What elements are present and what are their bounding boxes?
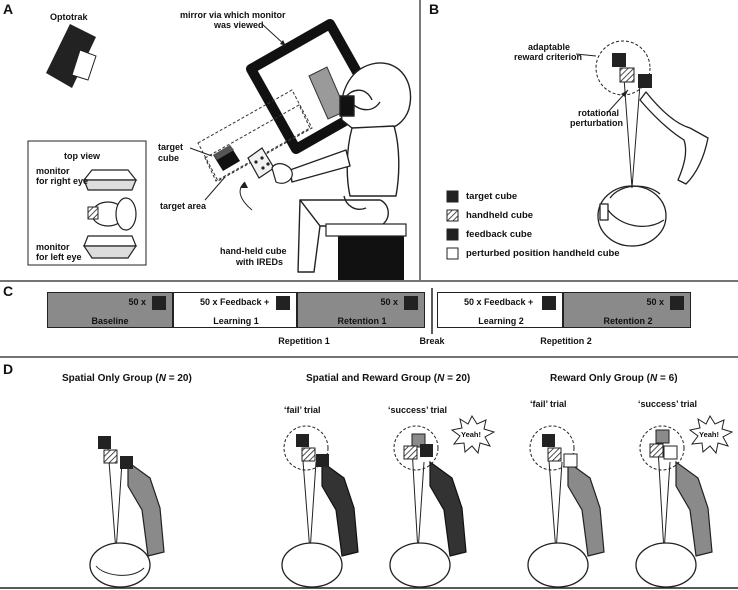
handheld-label-2: with IREDs <box>236 257 284 267</box>
yeah-label-1: Yeah! <box>461 430 482 439</box>
fail-trial-label-1: ‘fail’ trial <box>284 405 321 415</box>
person-seated <box>289 62 412 273</box>
target-cube-label-1: target <box>158 142 184 152</box>
block-baseline-top: 50 x <box>128 297 146 307</box>
rotational-label-1: rotational <box>578 108 620 118</box>
stool <box>325 223 407 280</box>
block-learning-2-cube <box>542 296 556 310</box>
yeah-label-2: Yeah! <box>699 430 720 439</box>
target-area <box>197 89 313 182</box>
adaptable-label-2: reward criterion <box>514 52 583 62</box>
monitor-left-label-1: monitor <box>36 242 70 252</box>
monitor-left-label-2: for left eye <box>36 252 82 262</box>
target-cube-b <box>612 53 626 67</box>
success-trial-label-2: ‘success’ trial <box>638 399 698 409</box>
block-learning-2-top: 50 x Feedback + <box>464 297 534 307</box>
subject-2 <box>281 425 359 588</box>
block-retention-2: 50 x Retention 2 <box>563 292 691 328</box>
subject-5 <box>635 414 734 588</box>
block-retention-2-top: 50 x <box>646 297 664 307</box>
legend-target-cube: target cube <box>466 191 518 202</box>
block-retention-2-cube <box>670 296 684 310</box>
monitor-right-label-2: for right eye <box>36 176 89 186</box>
feedback-cube-b <box>638 74 652 88</box>
top-view-label: top view <box>64 151 101 161</box>
block-retention-1-bottom: Retention 1 <box>337 316 387 326</box>
mirror-label-1: mirror via which monitor <box>180 10 286 20</box>
subject-1 <box>89 436 165 588</box>
fail-trial-label-2: ‘fail’ trial <box>530 399 567 409</box>
optotrak-label: Optotrak <box>50 12 88 22</box>
target-cube-a <box>213 145 240 171</box>
block-retention-2-bottom: Retention 2 <box>603 316 653 326</box>
rotational-label-2: perturbation <box>570 118 623 128</box>
handheld-label-1: hand-held cube <box>220 246 287 256</box>
subject-3 <box>389 414 496 588</box>
block-learning-1-top: 50 x Feedback + <box>200 297 270 307</box>
panel-a-label: A <box>3 1 14 17</box>
block-retention-1-cube <box>404 296 418 310</box>
legend-handheld-cube: handheld cube <box>466 210 534 221</box>
mirror-label-2: was viewed <box>214 20 264 30</box>
target-cube-label-2: cube <box>158 153 180 163</box>
block-learning-1: 50 x Feedback + Learning 1 <box>173 292 297 328</box>
repetition-1-label: Repetition 1 <box>278 336 330 346</box>
repetition-2-label: Repetition 2 <box>540 336 592 346</box>
success-trial-label-1: ‘success’ trial <box>388 405 448 415</box>
group-spatial-reward: Spatial and Reward Group (N = 20) <box>306 373 471 384</box>
panel-b-label: B <box>429 1 440 17</box>
subject-4 <box>527 425 605 588</box>
group-reward-only: Reward Only Group (N = 6) <box>550 373 678 384</box>
break-label: Break <box>419 336 445 346</box>
top-view-box <box>27 140 147 266</box>
block-baseline-cube <box>152 296 166 310</box>
target-area-label: target area <box>160 201 207 211</box>
block-baseline: 50 x Baseline <box>47 292 173 328</box>
hand-a <box>271 163 293 184</box>
monitor-right-label-1: monitor <box>36 166 70 176</box>
group-spatial-only: Spatial Only Group (N = 20) <box>62 373 192 384</box>
optotrak-device <box>46 24 97 88</box>
handheld-cube-b <box>619 67 635 83</box>
block-baseline-bottom: Baseline <box>91 316 129 326</box>
block-learning-1-bottom: Learning 1 <box>213 316 259 326</box>
block-learning-2-bottom: Learning 2 <box>478 316 524 326</box>
panel-c-label: C <box>3 283 14 299</box>
block-retention-1: 50 x Retention 1 <box>297 292 425 328</box>
adaptable-label-1: adaptable <box>528 42 571 52</box>
legend-perturbed-cube: perturbed position handheld cube <box>466 248 620 259</box>
legend-icons <box>446 190 459 260</box>
legend-feedback-cube: feedback cube <box>466 229 532 240</box>
panel-d-label: D <box>3 361 14 377</box>
target-cube-pointer <box>189 147 213 157</box>
arm-b <box>597 91 709 247</box>
block-learning-1-cube <box>276 296 290 310</box>
handheld-cube-a <box>247 147 275 179</box>
block-retention-1-top: 50 x <box>380 297 398 307</box>
block-learning-2: 50 x Feedback + Learning 2 <box>437 292 563 328</box>
